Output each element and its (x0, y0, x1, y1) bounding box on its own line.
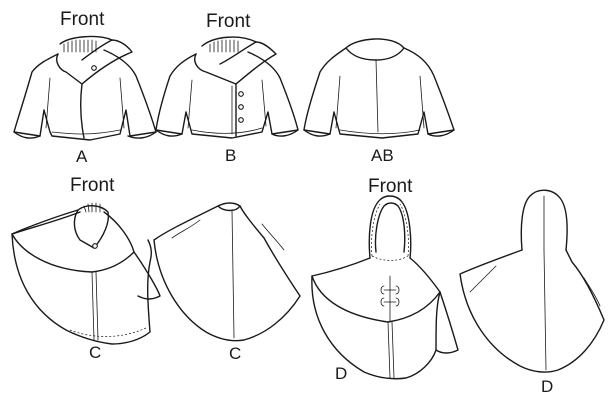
view-a-letter: A (76, 147, 88, 166)
view-a-heading: Front (60, 9, 105, 30)
view-c-letter: C (89, 343, 102, 362)
view-c2-letter: C (229, 344, 242, 363)
view-b-heading: Front (206, 11, 251, 32)
view-d-heading: Front (368, 176, 413, 197)
view-c-heading: Front (70, 175, 115, 196)
view-d-letter: D (335, 364, 348, 383)
view-d2-letter: D (541, 377, 554, 396)
view-b-letter: B (225, 146, 237, 165)
cape-c-back-drawing (153, 202, 301, 342)
jacket-a-front-drawing (13, 35, 157, 141)
jacket-ab-back-drawing (303, 38, 455, 139)
cape-c-front-drawing (11, 202, 161, 345)
cape-d-back-drawing (459, 189, 605, 373)
view-ab-letter: AB (371, 146, 394, 165)
jacket-b-front-drawing (155, 36, 299, 139)
cape-d-front-drawing (311, 195, 459, 380)
